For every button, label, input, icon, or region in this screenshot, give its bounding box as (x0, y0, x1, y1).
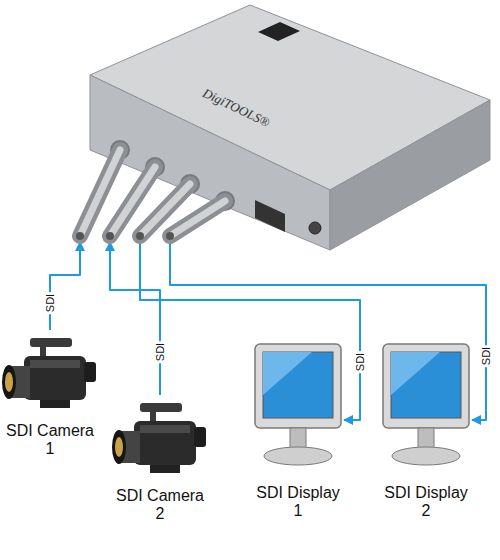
node-label: SDI Display 2 (380, 484, 472, 521)
device-front (90, 75, 330, 250)
monitor-icon (380, 340, 472, 474)
camera-handle (140, 403, 182, 412)
node-label: SDI Display 1 (252, 484, 344, 521)
camera-eyepiece (194, 427, 206, 447)
bnc-plug (170, 201, 225, 236)
camera-lens (2, 365, 16, 399)
display-node: SDI Display 1 (252, 340, 344, 521)
monitor-frame (255, 344, 341, 428)
camera-node: SDI Camera 2 (110, 395, 210, 524)
camera-node: SDI Camera 1 (0, 330, 100, 459)
sdi-cable (140, 242, 360, 420)
camera-eyepiece (84, 362, 96, 382)
camera-body (140, 425, 190, 433)
camera-base (150, 465, 180, 473)
power-jack (309, 222, 321, 234)
monitor-frame (383, 344, 469, 428)
monitor-base (392, 447, 460, 465)
sdi-cable (170, 242, 486, 420)
signal-label: SDI (154, 341, 167, 363)
camera-handle (40, 344, 46, 358)
brand-logo (258, 22, 300, 41)
signal-label: SDI (354, 351, 367, 373)
device-side (330, 100, 490, 250)
bnc-tip (166, 232, 174, 240)
node-label: SDI Camera 1 (0, 422, 100, 459)
camera-icon (0, 330, 100, 420)
display-node: SDI Display 2 (380, 340, 472, 521)
camera-lens (112, 430, 126, 464)
camera-body (30, 360, 80, 368)
camera-glass (115, 437, 123, 457)
camera-body (134, 421, 196, 465)
bnc-tip (136, 232, 144, 240)
monitor-screen (391, 352, 461, 418)
node-label: SDI Camera 2 (110, 487, 210, 524)
signal-label: SDI (44, 292, 57, 314)
camera-base (40, 400, 70, 408)
terminal-block (255, 200, 285, 232)
bnc-tip (106, 232, 114, 240)
monitor-glare (391, 352, 440, 395)
camera-handle (150, 409, 156, 423)
sdi-cable (110, 242, 160, 395)
camera-icon (110, 395, 210, 485)
bnc-tip (76, 232, 84, 240)
monitor-glare (263, 352, 312, 395)
camera-handle (30, 338, 72, 347)
device-box: DigiTOOLS® (55, 0, 495, 242)
monitor-screen (263, 352, 333, 418)
monitor-icon (252, 340, 344, 474)
sdi-cable (50, 242, 80, 330)
monitor-base (264, 447, 332, 465)
signal-label: SDI (480, 345, 493, 367)
camera-glass (5, 372, 13, 392)
camera-body (24, 356, 86, 400)
bnc-plug (170, 201, 225, 236)
device-illustration (55, 0, 495, 242)
